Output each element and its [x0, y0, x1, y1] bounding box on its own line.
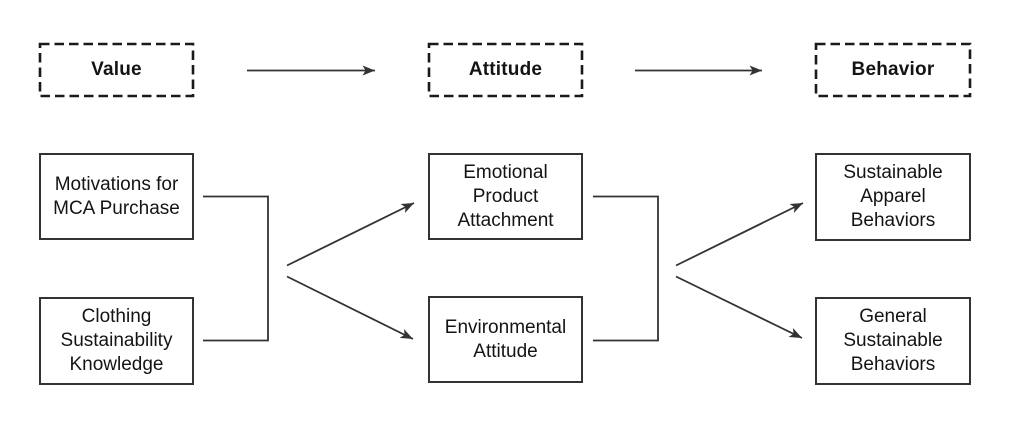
attitude-stage-label: Attitude — [468, 59, 543, 80]
emotional-product-attachment-box: Emotional Product Attachment — [428, 153, 583, 240]
clothing-sustainability-knowledge-label: Clothing Sustainability Knowledge — [60, 306, 173, 375]
value-stage-outline — [38, 42, 195, 98]
motivations-mca-purchase-label: Motivations for MCA Purchase — [53, 173, 180, 219]
environmental-attitude-box: Environmental Attitude — [428, 296, 583, 383]
general-sustainable-behaviors-box: General Sustainable Behaviors — [815, 297, 971, 385]
sustainable-apparel-behaviors-label: Sustainable Apparel Behaviors — [843, 162, 943, 231]
behavior-stage-label: Behavior — [851, 59, 935, 80]
attitude-to-sustainable-apparel-arrow — [675, 202, 804, 267]
attitude-stage-outline — [427, 42, 584, 98]
attitude-constructs-bracket — [593, 195, 659, 342]
value-stage-label: Value — [91, 59, 142, 80]
emotional-product-attachment-label: Emotional Product Attachment — [457, 161, 554, 231]
attitude-stage-box: Attitude — [428, 43, 583, 97]
motivations-mca-purchase-box: Motivations for MCA Purchase — [39, 153, 194, 240]
value-to-emotional-attachment-arrow — [286, 202, 415, 267]
sustainable-apparel-behaviors-box: Sustainable Apparel Behaviors — [815, 153, 971, 241]
attitude-to-general-sustainable-arrow — [675, 275, 803, 339]
general-sustainable-behaviors-label: General Sustainable Behaviors — [843, 306, 943, 375]
clothing-sustainability-knowledge-box: Clothing Sustainability Knowledge — [39, 297, 194, 385]
environmental-attitude-label: Environmental Attitude — [444, 316, 567, 362]
value-constructs-bracket — [203, 195, 269, 342]
value-stage-box: Value — [39, 43, 194, 97]
behavior-stage-outline — [814, 42, 972, 98]
value-to-environmental-attitude-arrow — [286, 275, 414, 340]
behavior-stage-box: Behavior — [815, 43, 971, 97]
